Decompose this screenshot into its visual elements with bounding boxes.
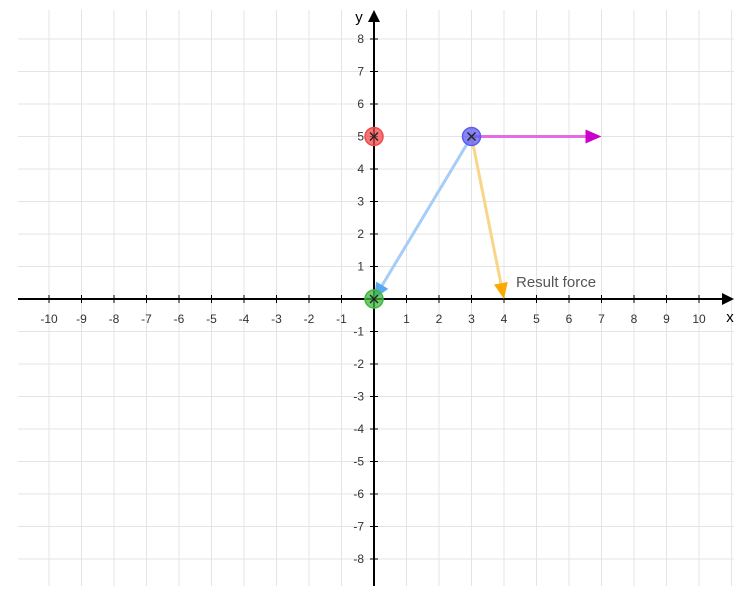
x-axis-label: x [726, 309, 734, 326]
y-tick-label: 6 [357, 97, 364, 111]
x-tick-label: 3 [468, 312, 475, 326]
blue-point[interactable] [461, 126, 482, 147]
y-tick-label: -1 [353, 325, 364, 339]
vector-to-origin[interactable] [374, 135, 473, 300]
y-tick-label: 2 [357, 227, 364, 241]
vector-result-force[interactable]: Result force [470, 135, 597, 300]
y-tick-label: -4 [353, 422, 364, 436]
points [364, 126, 482, 309]
vector-horizontal[interactable] [470, 129, 602, 144]
x-tick-label: 5 [533, 312, 540, 326]
x-tick-label: -6 [174, 312, 185, 326]
vector-label: Result force [516, 274, 596, 291]
x-tick-label: 10 [692, 312, 706, 326]
point-cross-icon [369, 294, 379, 304]
x-tick-label: 9 [663, 312, 670, 326]
tick-labels: -10 -9 -8 -7 -6 -5 -4 -3 -2 -1 1 2 3 4 5 6 7 8 9 10 -8 -7 -6 -5… [40, 32, 706, 566]
x-tick-label: -8 [109, 312, 120, 326]
x-axis-arrow-icon [722, 293, 734, 305]
x-tick-label: 2 [436, 312, 443, 326]
x-tick-label: -7 [141, 312, 152, 326]
y-tick-label: 7 [357, 65, 364, 79]
y-tick-label: 4 [357, 162, 364, 176]
x-tick-label: 8 [631, 312, 638, 326]
y-tick-label: -8 [353, 552, 364, 566]
x-tick-label: -3 [271, 312, 282, 326]
point-cross-icon [467, 132, 476, 141]
x-tick-label: -1 [336, 312, 347, 326]
y-tick-label: -5 [353, 455, 364, 469]
vector-shaft [380, 135, 473, 287]
x-tick-label: 7 [598, 312, 605, 326]
x-tick-label: -2 [304, 312, 315, 326]
green-point[interactable] [364, 289, 384, 309]
y-tick-label: -3 [353, 390, 364, 404]
y-tick-label: -6 [353, 487, 364, 501]
point-cross-icon [369, 132, 379, 141]
y-tick-label: -2 [353, 357, 364, 371]
red-point[interactable] [364, 126, 384, 147]
vectors: Result force [374, 129, 602, 300]
y-tick-label: 3 [357, 195, 364, 209]
y-axis-arrow-icon [368, 10, 380, 22]
x-tick-label: -5 [206, 312, 217, 326]
arrowhead-icon [585, 129, 602, 144]
x-tick-label: 1 [403, 312, 410, 326]
x-tick-label: 4 [501, 312, 508, 326]
y-axis-label: y [355, 9, 363, 26]
x-tick-label: -10 [40, 312, 58, 326]
y-tick-label: -7 [353, 520, 364, 534]
x-tick-label: 6 [566, 312, 573, 326]
x-tick-label: -9 [76, 312, 87, 326]
y-tick-label: 8 [357, 32, 364, 46]
x-tick-label: -4 [239, 312, 250, 326]
y-tick-label: 5 [357, 130, 364, 144]
vector-shaft [470, 135, 503, 285]
y-tick-label: 1 [357, 260, 364, 274]
arrowhead-icon [493, 281, 508, 299]
